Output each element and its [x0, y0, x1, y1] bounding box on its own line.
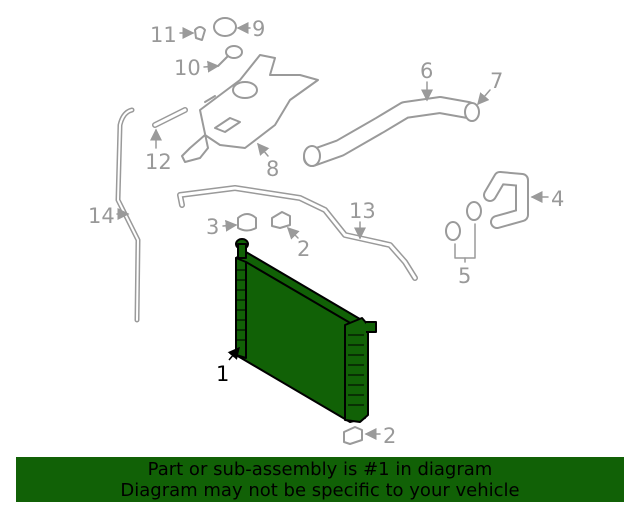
hose-14	[115, 107, 141, 323]
radiator-1[interactable]	[235, 238, 377, 423]
cap-3	[237, 213, 257, 232]
callout-9: 9	[252, 17, 265, 41]
callout-12: 12	[145, 150, 172, 174]
callout-7: 7	[490, 69, 503, 93]
banner-line-1: Part or sub-assembly is #1 in diagram	[147, 459, 493, 480]
banner-line-2: Diagram may not be specific to your vehi…	[120, 480, 520, 501]
bracket-2-upper	[271, 211, 291, 229]
disclaimer-banner: Part or sub-assembly is #1 in diagram Di…	[16, 457, 624, 502]
callout-1: 1	[216, 362, 229, 386]
callout-6: 6	[420, 59, 433, 83]
sensor-10	[225, 45, 243, 59]
clamp-7	[464, 102, 480, 122]
clamp-5b	[466, 201, 482, 221]
upper-hose-6	[303, 96, 477, 167]
lower-hose-4	[483, 171, 529, 229]
coolant-reservoir-8	[181, 54, 319, 163]
callout-2-upper: 2	[297, 237, 310, 261]
bracket-2-lower	[343, 426, 363, 445]
callout-4: 4	[551, 187, 564, 211]
callout-14: 14	[88, 204, 115, 228]
callout-5: 5	[458, 264, 471, 288]
clamp-5a	[445, 221, 461, 241]
callout-3: 3	[206, 215, 219, 239]
callout-10: 10	[174, 56, 201, 80]
clip-11	[194, 26, 206, 41]
callout-2-lower: 2	[383, 424, 396, 448]
callout-8: 8	[266, 157, 279, 181]
callout-11: 11	[150, 23, 177, 47]
cap-9	[213, 17, 237, 37]
callout-13: 13	[349, 199, 376, 223]
